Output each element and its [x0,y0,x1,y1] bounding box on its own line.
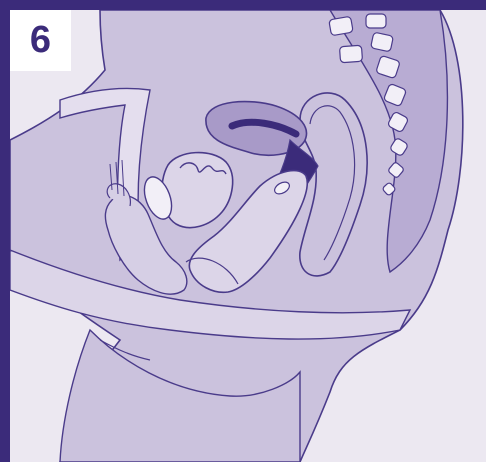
vertebra [339,45,362,62]
vertebra [329,16,353,36]
anatomy-illustration [10,10,486,462]
vertebra [371,32,394,52]
step-number-badge: 6 [10,10,71,71]
illustration-panel [10,10,486,462]
vertebra [366,14,386,28]
